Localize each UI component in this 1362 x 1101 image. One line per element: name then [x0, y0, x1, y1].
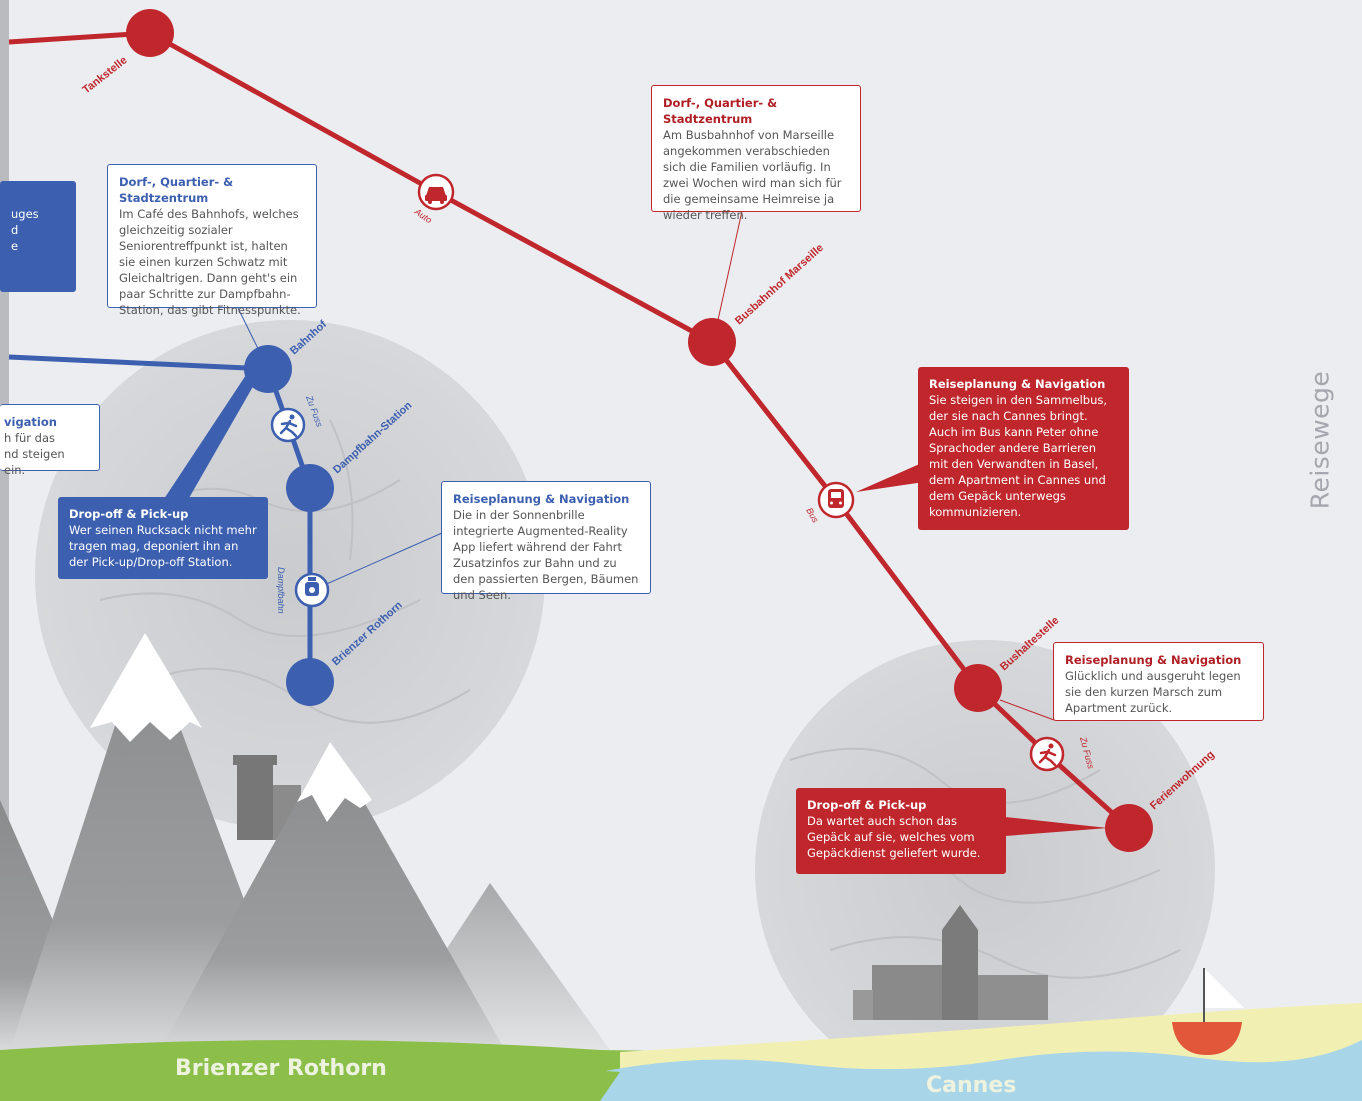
box-title: Reiseplanung & Navigation — [453, 492, 630, 506]
box-text: Im Café des Bahnhofs, welches gleichzeit… — [119, 207, 301, 317]
box-title: Reiseplanung & Navigation — [929, 377, 1106, 391]
partial-line: d — [11, 223, 19, 237]
box-title: Dorf-, Quartier- & Stadtzentrum — [663, 96, 778, 126]
info-box-blue-reise: Reiseplanung & Navigation Die in der Son… — [441, 481, 651, 602]
walking-icon — [1029, 736, 1065, 772]
bus-icon — [817, 481, 855, 519]
red-stop-bushaltestelle[interactable] — [954, 664, 1002, 712]
stop-label-tankstelle: Tankstelle — [80, 54, 129, 96]
box-text: Da wartet auch schon das Gepäck auf sie,… — [807, 814, 981, 860]
sea — [600, 1040, 1362, 1101]
partial-box-top: uges d e — [0, 181, 76, 292]
info-box-red-dropoff: Drop-off & Pick-up Da wartet auch schon … — [796, 788, 1006, 874]
cannes-castle — [853, 905, 1048, 1020]
partial-line: e — [11, 239, 19, 253]
green-ground-front — [0, 1056, 620, 1101]
red-stop-tankstelle[interactable] — [126, 9, 174, 57]
red-stop-busbahnhof-marseille[interactable] — [688, 318, 736, 366]
mountain-second-snow — [297, 742, 372, 822]
info-box-blue-dorf: Dorf-, Quartier- & Stadtzentrum Im Café … — [107, 164, 317, 317]
car-icon — [417, 173, 455, 211]
partial-line: h für das — [4, 431, 56, 445]
partial-box-title: vigation — [4, 415, 57, 429]
left-edge-border — [0, 0, 9, 1101]
red-stop-ferienwohnung[interactable] — [1105, 804, 1153, 852]
box-text: Sie steigen in den Sammelbus, der sie na… — [929, 393, 1108, 519]
mountain-second — [160, 742, 505, 1050]
box-text: Wer seinen Rucksack nicht mehr tragen ma… — [69, 523, 257, 569]
box-title: Drop-off & Pick-up — [69, 507, 189, 521]
train-icon — [294, 572, 330, 608]
info-box-red-dorf: Dorf-, Quartier- & Stadtzentrum Am Busba… — [651, 85, 861, 222]
info-box-red-reise-bus: Reiseplanung & Navigation Sie steigen in… — [918, 367, 1129, 530]
partial-line: uges — [11, 207, 39, 221]
side-title: Reisewege — [1305, 370, 1335, 510]
walking-icon — [270, 407, 306, 443]
blue-stop-brienzer-rothorn[interactable] — [286, 658, 334, 706]
box-title: Reiseplanung & Navigation — [1065, 653, 1242, 667]
info-box-blue-dropoff: Drop-off & Pick-up Wer seinen Rucksack n… — [58, 497, 268, 579]
mountain-main-snow — [90, 633, 202, 742]
box-text: Die in der Sonnenbrille integrierte Augm… — [453, 508, 639, 602]
partial-box-mid: vigation h für das nd steigen ein. — [0, 404, 100, 477]
place-label-brienzer-rothorn: Brienzer Rothorn — [175, 1056, 387, 1081]
partial-line: nd steigen ein. — [4, 447, 65, 477]
box-text: Glücklich und ausgeruht legen sie den ku… — [1065, 669, 1241, 715]
stop-label-busbahnhof-marseille: Busbahnhof Marseille — [733, 242, 826, 327]
box-text: Am Busbahnhof von Marseille angekommen v… — [663, 128, 842, 222]
info-box-red-reise-walk: Reiseplanung & Navigation Glücklich und … — [1053, 642, 1264, 721]
blue-stop-bahnhof[interactable] — [244, 345, 292, 393]
mode-label-dampfbahn: Dampfbahn — [276, 567, 286, 614]
box-title: Drop-off & Pick-up — [807, 798, 927, 812]
sailboat-icon — [1172, 968, 1244, 1055]
place-label-cannes: Cannes — [926, 1073, 1017, 1098]
box-title: Dorf-, Quartier- & Stadtzentrum — [119, 175, 234, 205]
blue-stop-dampfbahn-station[interactable] — [286, 464, 334, 512]
mode-label-bus: Bus — [804, 506, 821, 525]
